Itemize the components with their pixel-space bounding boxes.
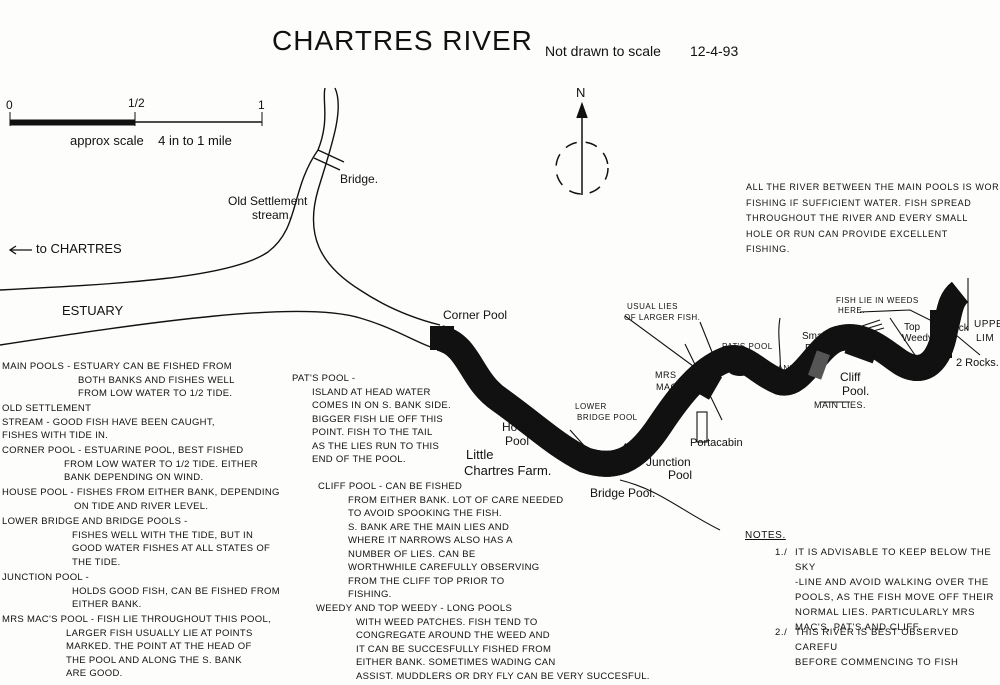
note-head: MRS MAC'S POOL - <box>2 614 95 625</box>
label-main-lies: MAIN LIES. <box>814 400 867 410</box>
label-rock: Rock <box>946 323 969 334</box>
label-little-chartres-farm: Chartres Farm. <box>464 463 552 478</box>
bridge-pool-marker <box>582 452 608 474</box>
pool-note-mrs-macs: MRS MAC'S POOL - FISH LIE THROUGHOUT THI… <box>2 613 271 681</box>
label-lower-bridge-pool: BRIDGE POOL <box>577 413 638 422</box>
label-upper-limit: LIM <box>976 333 995 344</box>
note-body: ESTUARY CAN BE FISHED FROM BOTH BANKS AN… <box>73 361 235 399</box>
note-head: PAT'S POOL - <box>292 373 356 384</box>
note-head: OLD SETTLEMENT STREAM - <box>2 403 92 428</box>
note-body: FISH LIE THROUGHOUT THIS POOL, LARGER FI… <box>66 614 271 679</box>
note-body: ESTUARINE POOL, BEST FISHED FROM LOW WAT… <box>64 445 258 483</box>
arrow-left-icon <box>8 245 32 255</box>
note-head: HOUSE POOL - <box>2 487 74 498</box>
estuary-banks <box>0 87 441 351</box>
label-bridge: Bridge. <box>340 172 379 186</box>
pool-note-main-pools: MAIN POOLS - ESTUARY CAN BE FISHED FROM … <box>2 360 235 401</box>
lower-bridge-pool-marker <box>541 426 567 452</box>
map-annotations <box>563 278 981 531</box>
house-pool-marker <box>514 406 540 432</box>
scale-caption: approx scale 4 in to 1 mile <box>70 133 232 148</box>
pool-note-corner-pool: CORNER POOL - ESTUARINE POOL, BEST FISHE… <box>2 444 258 485</box>
junction-pool-marker <box>613 443 641 473</box>
label-portacabin: Portacabin <box>690 437 743 449</box>
label-junction: Junction <box>646 455 691 469</box>
pool-note-pats-pool: PAT'S POOL - ISLAND AT HEAD WATER COMES I… <box>292 372 451 467</box>
label-estuary: ESTUARY <box>62 303 124 318</box>
label-larger-fish: OF LARGER FISH. <box>624 313 701 322</box>
scale-bar <box>9 112 263 126</box>
note-head: CORNER POOL - <box>2 445 82 456</box>
note-head: MAIN POOLS - <box>2 361 71 372</box>
note-body: FISHES FROM EITHER BANK, DEPENDING ON TI… <box>74 487 280 512</box>
note-body: GOOD FISH HAVE BEEN CAUGHT, FISHES WITH … <box>2 416 215 442</box>
label-junction-pool: Pool <box>668 468 693 482</box>
old-settlement-bridge-icon <box>313 149 345 171</box>
label-pools: Pools. <box>805 343 833 354</box>
label-bridge-pool: Bridge Pool. <box>590 486 656 500</box>
compass-north: N <box>576 85 586 100</box>
pool-note-cliff-pool: CLIFF POOL - CAN BE FISHED FROM EITHER B… <box>318 480 563 602</box>
note-head: CLIFF POOL - <box>318 481 383 492</box>
note-2-number: 2./ <box>775 627 788 638</box>
pool-note-bridge-pools: LOWER BRIDGE AND BRIDGE POOLS - FISHES WE… <box>2 515 270 569</box>
pats-pool-marker <box>728 364 752 376</box>
label-two-rocks: 2 Rocks. <box>956 357 999 369</box>
note-2-text: THIS RIVER IS BEST OBSERVED CAREFU BEFOR… <box>795 627 959 668</box>
label-little-chartres: Little <box>466 447 494 462</box>
note-1-text: IT IS ADVISABLE TO KEEP BELOW THE SKY -L… <box>795 547 994 633</box>
top-note: ALL THE RIVER BETWEEN THE MAIN POOLS IS … <box>746 182 1000 254</box>
small-pools-marker <box>807 350 831 380</box>
pool-note-old-settlement: OLD SETTLEMENT STREAM - GOOD FISH HAVE B… <box>2 402 215 443</box>
label-mrs: MRS <box>655 370 677 380</box>
label-usual-lies: USUAL LIES <box>627 302 678 311</box>
label-old-settlement: Old Settlement <box>228 194 308 208</box>
label-corner-pool: Corner Pool <box>443 308 508 322</box>
label-weedy: Weedy <box>903 365 938 377</box>
note-body: LONG POOLS WITH WEED PATCHES. FISH TEND … <box>356 603 650 682</box>
label-upper: UPPE <box>974 319 1000 330</box>
cliff-pool-marker <box>844 328 882 364</box>
label-pats-pool: PAT'S POOL <box>722 342 773 351</box>
note-body: CAN BE FISHED FROM EITHER BANK. LOT OF C… <box>348 481 564 600</box>
note-head: LOWER BRIDGE AND BRIDGE POOLS - <box>2 516 188 527</box>
notes-title: NOTES. <box>745 530 786 541</box>
note-head: JUNCTION POOL - <box>2 572 90 583</box>
pool-note-weedy: WEEDY AND TOP WEEDY - LONG POOLS WITH WE… <box>316 602 650 683</box>
label-to-chartres: to CHARTRES <box>36 241 122 256</box>
pool-markers <box>430 310 952 474</box>
label-old-settlement-stream: stream. <box>252 208 293 222</box>
label-small: Small <box>802 331 828 342</box>
compass-icon <box>555 101 609 195</box>
subtitle: Not drawn to scale <box>545 43 661 59</box>
mrs-macs-marker <box>689 366 723 400</box>
label-house-pool: House <box>502 420 537 434</box>
label-top-weedy: Weedy <box>902 333 933 344</box>
label-fish-lie-weeds: FISH LIE IN WEEDS <box>836 296 919 305</box>
scale-tick-0: 0 <box>6 98 13 112</box>
note-1-number: 1./ <box>775 547 788 558</box>
label-cliff: Cliff <box>840 370 861 384</box>
note-body: ISLAND AT HEAD WATER COMES IN ON S. BANK… <box>312 386 451 466</box>
date: 12-4-93 <box>690 43 739 59</box>
scale-tick-half: 1/2 <box>128 96 145 110</box>
page-title: CHARTRES RIVER <box>272 25 533 56</box>
weedy-marker <box>930 310 952 358</box>
label-islands: ISLANDS <box>764 364 802 373</box>
corner-pool-marker <box>430 326 454 350</box>
note-head: WEEDY AND TOP WEEDY - <box>316 603 444 614</box>
scale-tick-1: 1 <box>258 98 265 112</box>
label-cliff-pool: Pool. <box>842 384 870 398</box>
label-here: HERE. <box>838 306 865 315</box>
pool-note-house-pool: HOUSE POOL - FISHES FROM EITHER BANK, DE… <box>2 486 280 513</box>
label-macs: MAC'S <box>656 382 687 392</box>
note-body: FISHES WELL WITH THE TIDE, BUT IN GOOD W… <box>72 529 271 568</box>
label-top: Top <box>904 322 921 333</box>
pool-note-junction-pool: JUNCTION POOL - HOLDS GOOD FISH, CAN BE F… <box>2 571 280 612</box>
label-house-pool-2: Pool <box>505 434 530 448</box>
label-lower-bridge: LOWER <box>575 402 607 411</box>
note-body: HOLDS GOOD FISH, CAN BE FISHED FROM EITH… <box>72 585 280 611</box>
